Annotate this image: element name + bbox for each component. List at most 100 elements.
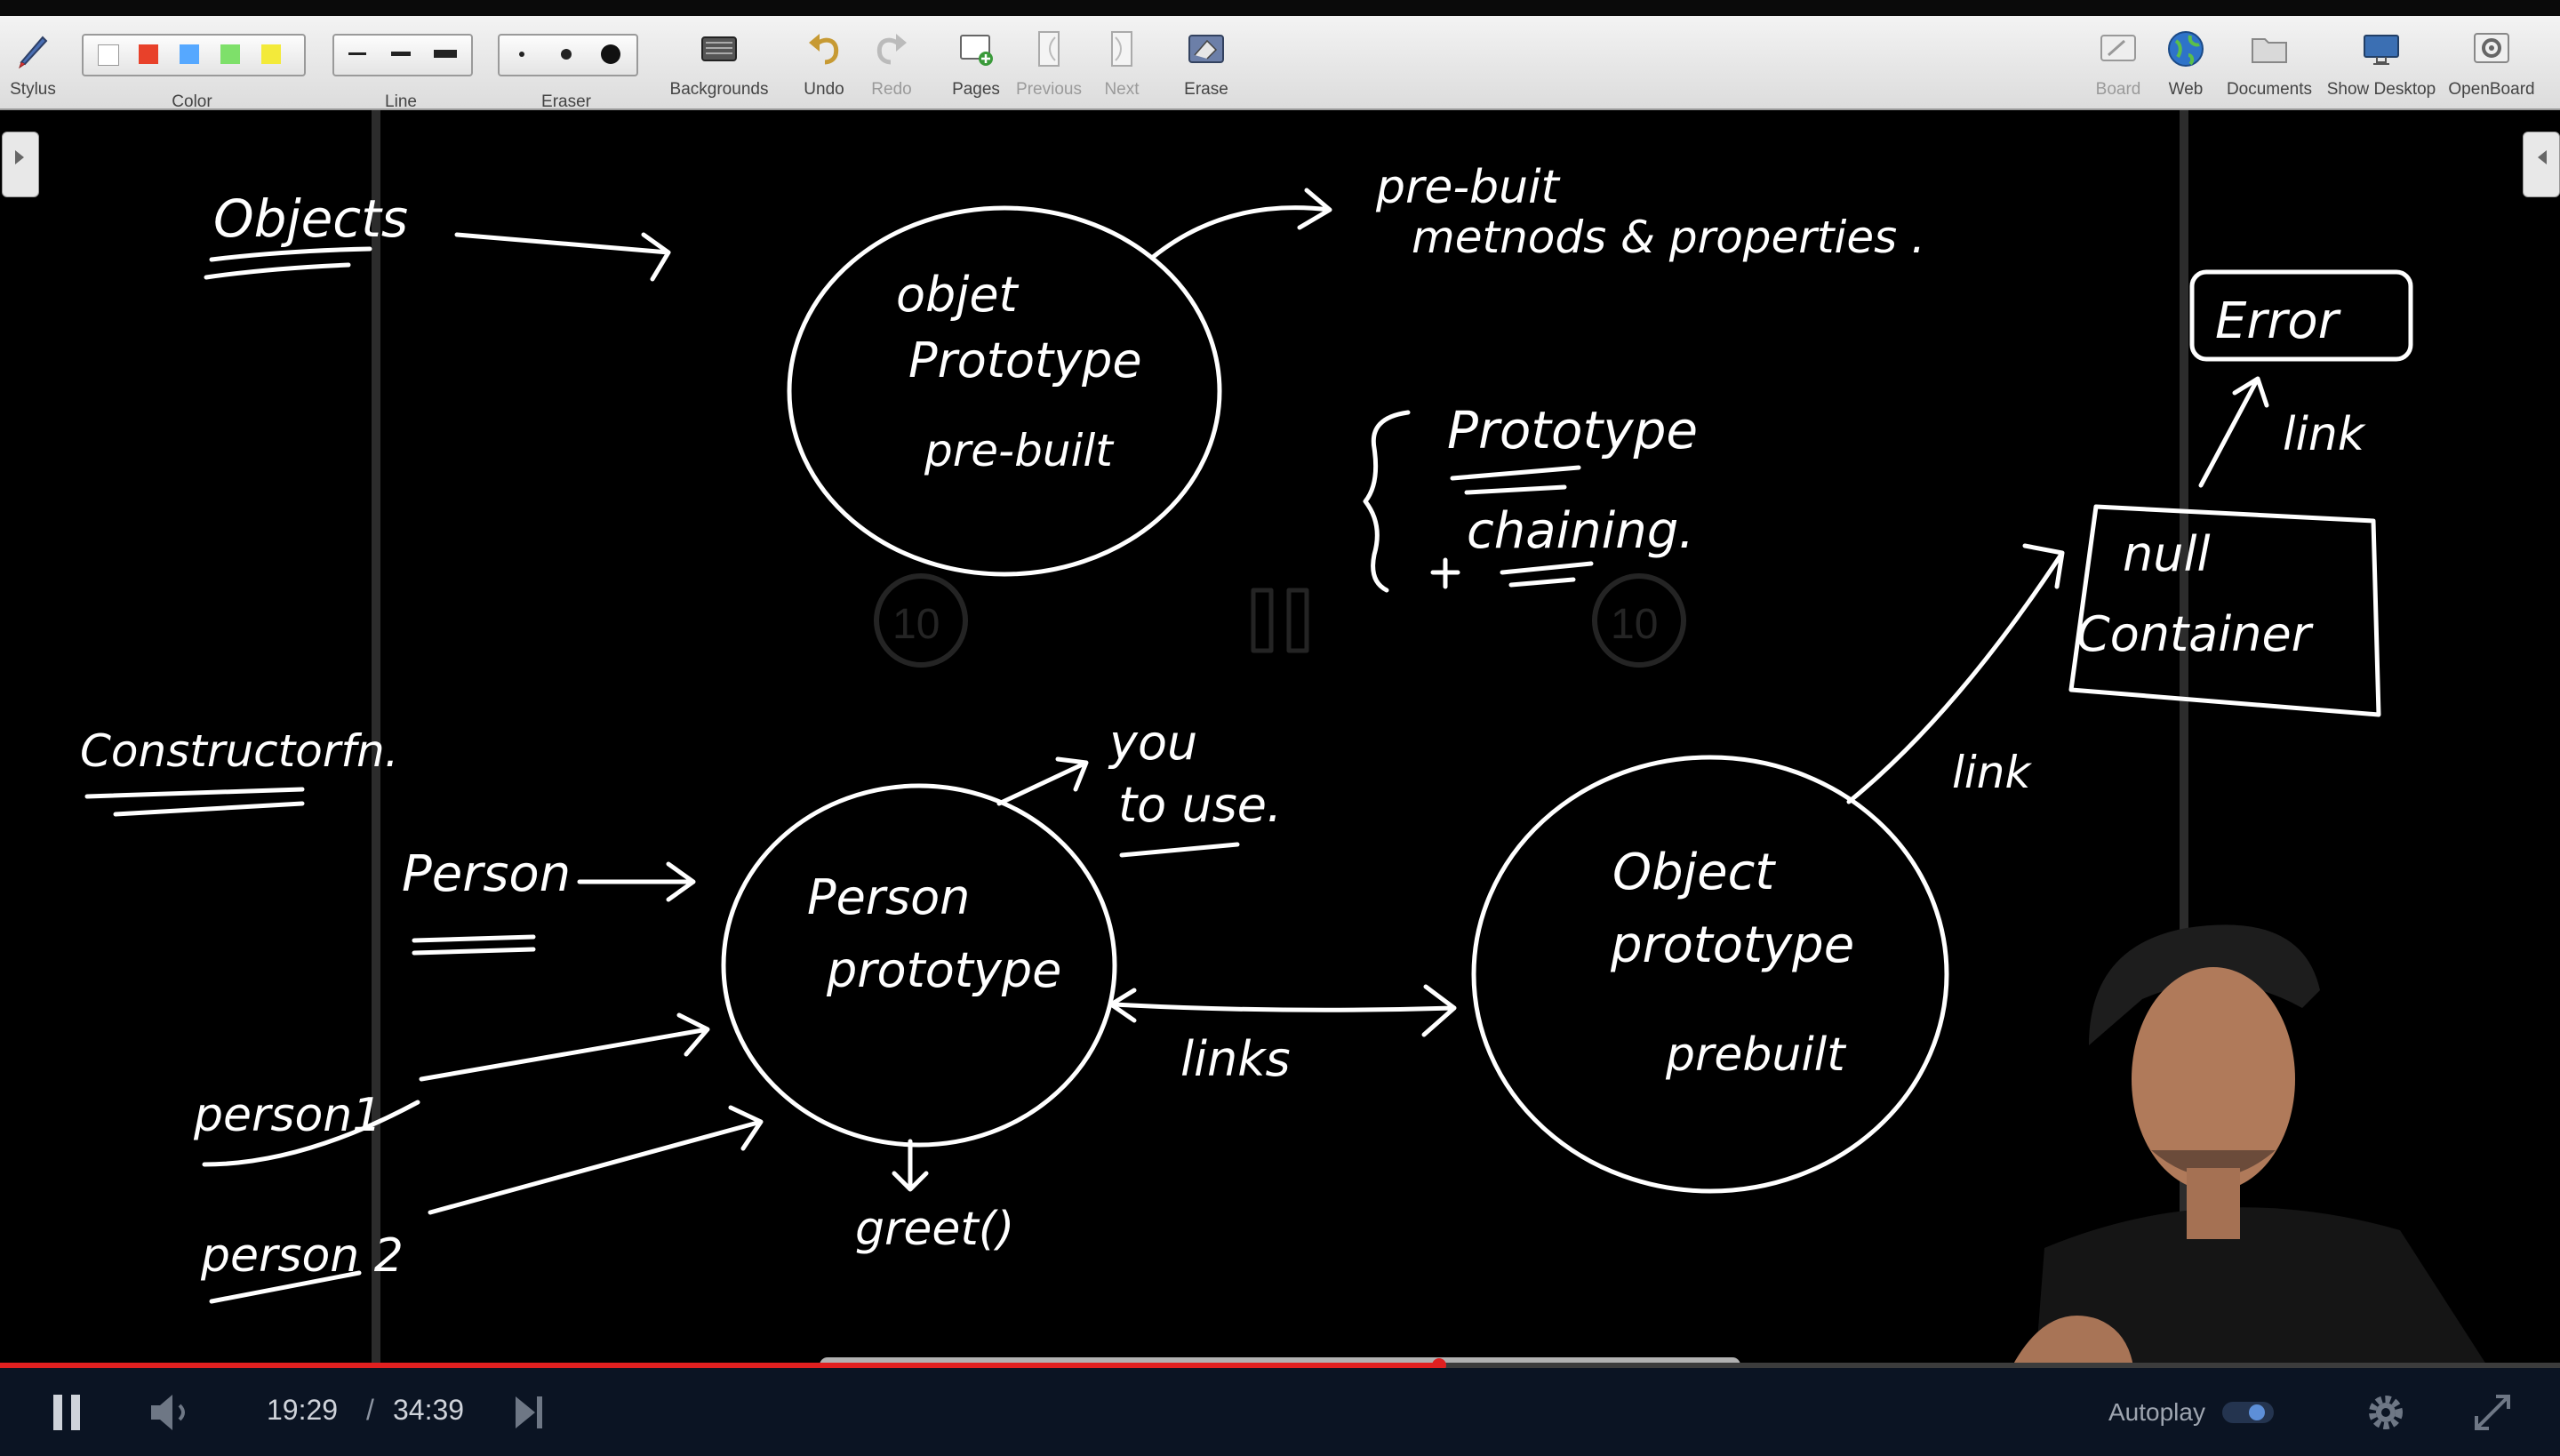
prototype-underline — [1450, 465, 1581, 495]
web-label: Web — [2168, 80, 2204, 99]
openboard-toolbar: Stylus Color Line Eraser Backgrounds Und… — [0, 16, 2560, 111]
line-medium[interactable] — [382, 39, 420, 69]
autoplay-toggle[interactable] — [2222, 1402, 2274, 1423]
undo-button[interactable]: Undo — [793, 23, 855, 105]
next-label: Next — [1104, 80, 1140, 99]
show-desktop-label: Show Desktop — [2326, 80, 2436, 99]
chaining-underline — [1500, 561, 1594, 588]
object-proto-top-line2: Prototype — [908, 332, 1142, 388]
stylus-tool[interactable]: Stylus — [2, 23, 64, 105]
redo-button[interactable]: Redo — [860, 23, 923, 105]
erase-board-button[interactable]: Erase — [1173, 23, 1239, 105]
null-label: null — [2123, 526, 2210, 582]
settings-gear-icon — [2369, 1396, 2403, 1429]
backgrounds-label: Backgrounds — [669, 80, 769, 99]
arrow-to-prebuilt-methods — [1149, 188, 1332, 260]
constructor-underline — [84, 787, 305, 817]
duration: 34:39 — [393, 1394, 465, 1426]
arrow-object-to-null — [1846, 543, 2065, 804]
links-label: links — [1180, 1031, 1291, 1087]
plus-sign — [1430, 557, 1460, 589]
eraser-large[interactable] — [592, 39, 629, 69]
previous-icon — [1038, 31, 1060, 67]
pages-label: Pages — [952, 80, 1000, 99]
color-swatch-blue[interactable] — [171, 39, 208, 69]
backgrounds-icon — [701, 36, 737, 61]
object-prototype-circle-top — [787, 205, 1222, 577]
video-player-controls: 19:29 / 34:39 Autoplay — [0, 1368, 2560, 1456]
volume-button[interactable] — [148, 1391, 201, 1441]
forward-seconds: 10 — [1611, 601, 1658, 648]
overlay-pause-button[interactable] — [1251, 588, 1309, 653]
skip-next-button[interactable] — [512, 1391, 548, 1441]
previous-page-button[interactable]: Previous — [1013, 23, 1084, 105]
prototype-chaining-line2: chaining. — [1467, 502, 1694, 560]
expand-left-icon — [15, 150, 24, 164]
person-proto-line1: Person — [807, 869, 970, 925]
object-proto-top-line1: objet — [896, 267, 1020, 323]
eraser-small[interactable] — [503, 39, 540, 69]
arrow-person-to-prototype — [577, 861, 696, 902]
documents-label: Documents — [2226, 80, 2313, 99]
pages-button[interactable]: Pages — [944, 23, 1008, 105]
whiteboard-drawing: Objects objet Prototype pre-built pre-bu… — [80, 161, 2413, 1304]
objects-underline — [204, 246, 372, 280]
person-underline — [412, 934, 536, 956]
error-label: Error — [2215, 292, 2341, 350]
arrowhead-back — [1108, 988, 1137, 1023]
pause-button[interactable] — [50, 1391, 85, 1441]
object-prototype-circle-bottom — [1471, 755, 1949, 1194]
openboard-label: OpenBoard — [2448, 80, 2535, 99]
left-palette-tab[interactable] — [2, 132, 39, 197]
fullscreen-button[interactable] — [2471, 1391, 2514, 1441]
color-swatch-white[interactable] — [89, 39, 126, 69]
stylus-label: Stylus — [10, 80, 56, 99]
color-swatch-red[interactable] — [130, 39, 167, 69]
backgrounds-tool[interactable]: Backgrounds — [665, 23, 773, 105]
erase-label: Erase — [1184, 80, 1228, 99]
web-mode-button[interactable]: Web — [2155, 23, 2217, 105]
documents-icon — [2252, 38, 2287, 63]
whiteboard-canvas[interactable]: Objects objet Prototype pre-built pre-bu… — [0, 110, 2560, 1365]
forward-10-button[interactable]: 10 — [1592, 573, 1686, 668]
color-swatch-yellow[interactable] — [252, 39, 290, 69]
redo-label: Redo — [871, 80, 912, 99]
openboard-menu-button[interactable]: OpenBoard — [2444, 23, 2539, 105]
object-proto-bottom-line2: prototype — [1610, 916, 1854, 974]
video-progress-fill — [0, 1363, 1439, 1368]
color-label: Color — [172, 92, 212, 111]
person2-label: person 2 — [200, 1229, 404, 1283]
eraser-medium[interactable] — [548, 39, 585, 69]
color-palette — [82, 34, 306, 76]
arrow-to-you-to-use — [996, 756, 1089, 806]
prebuilt-methods-line1: pre-buit — [1375, 161, 1561, 214]
eraser-label: Eraser — [541, 92, 591, 111]
right-palette-tab[interactable] — [2523, 132, 2560, 197]
fullscreen-icon — [2475, 1395, 2510, 1430]
board-right-divider — [2180, 110, 2188, 1365]
settings-button[interactable] — [2364, 1391, 2407, 1441]
arrow-person1-to-prototype — [419, 1012, 710, 1082]
person2-underline — [209, 1270, 362, 1304]
arrow-person2-to-prototype — [428, 1105, 764, 1215]
line-thin[interactable] — [338, 39, 375, 69]
volume-icon — [151, 1395, 185, 1430]
undo-icon — [809, 34, 839, 65]
rewind-10-button[interactable]: 10 — [874, 573, 968, 668]
constructor-fn-label: Constructorfn. — [80, 725, 399, 777]
board-mode-button[interactable]: Board — [2085, 23, 2151, 105]
object-proto-top-line3: pre-built — [924, 425, 1115, 476]
skip-next-icon — [516, 1396, 542, 1428]
line-thick[interactable] — [427, 39, 464, 69]
next-page-button[interactable]: Next — [1090, 23, 1154, 105]
brace — [1363, 410, 1411, 593]
arrow-objects-to-prototype — [454, 232, 671, 282]
person-prototype-circle — [721, 783, 1117, 1148]
presenter-webcam — [2012, 924, 2487, 1365]
color-swatch-green[interactable] — [212, 39, 249, 69]
object-proto-bottom-line3: prebuilt — [1665, 1028, 1846, 1082]
documents-button[interactable]: Documents — [2222, 23, 2316, 105]
show-desktop-button[interactable]: Show Desktop — [2324, 23, 2439, 105]
web-icon — [2168, 31, 2204, 67]
next-icon — [1111, 31, 1132, 67]
